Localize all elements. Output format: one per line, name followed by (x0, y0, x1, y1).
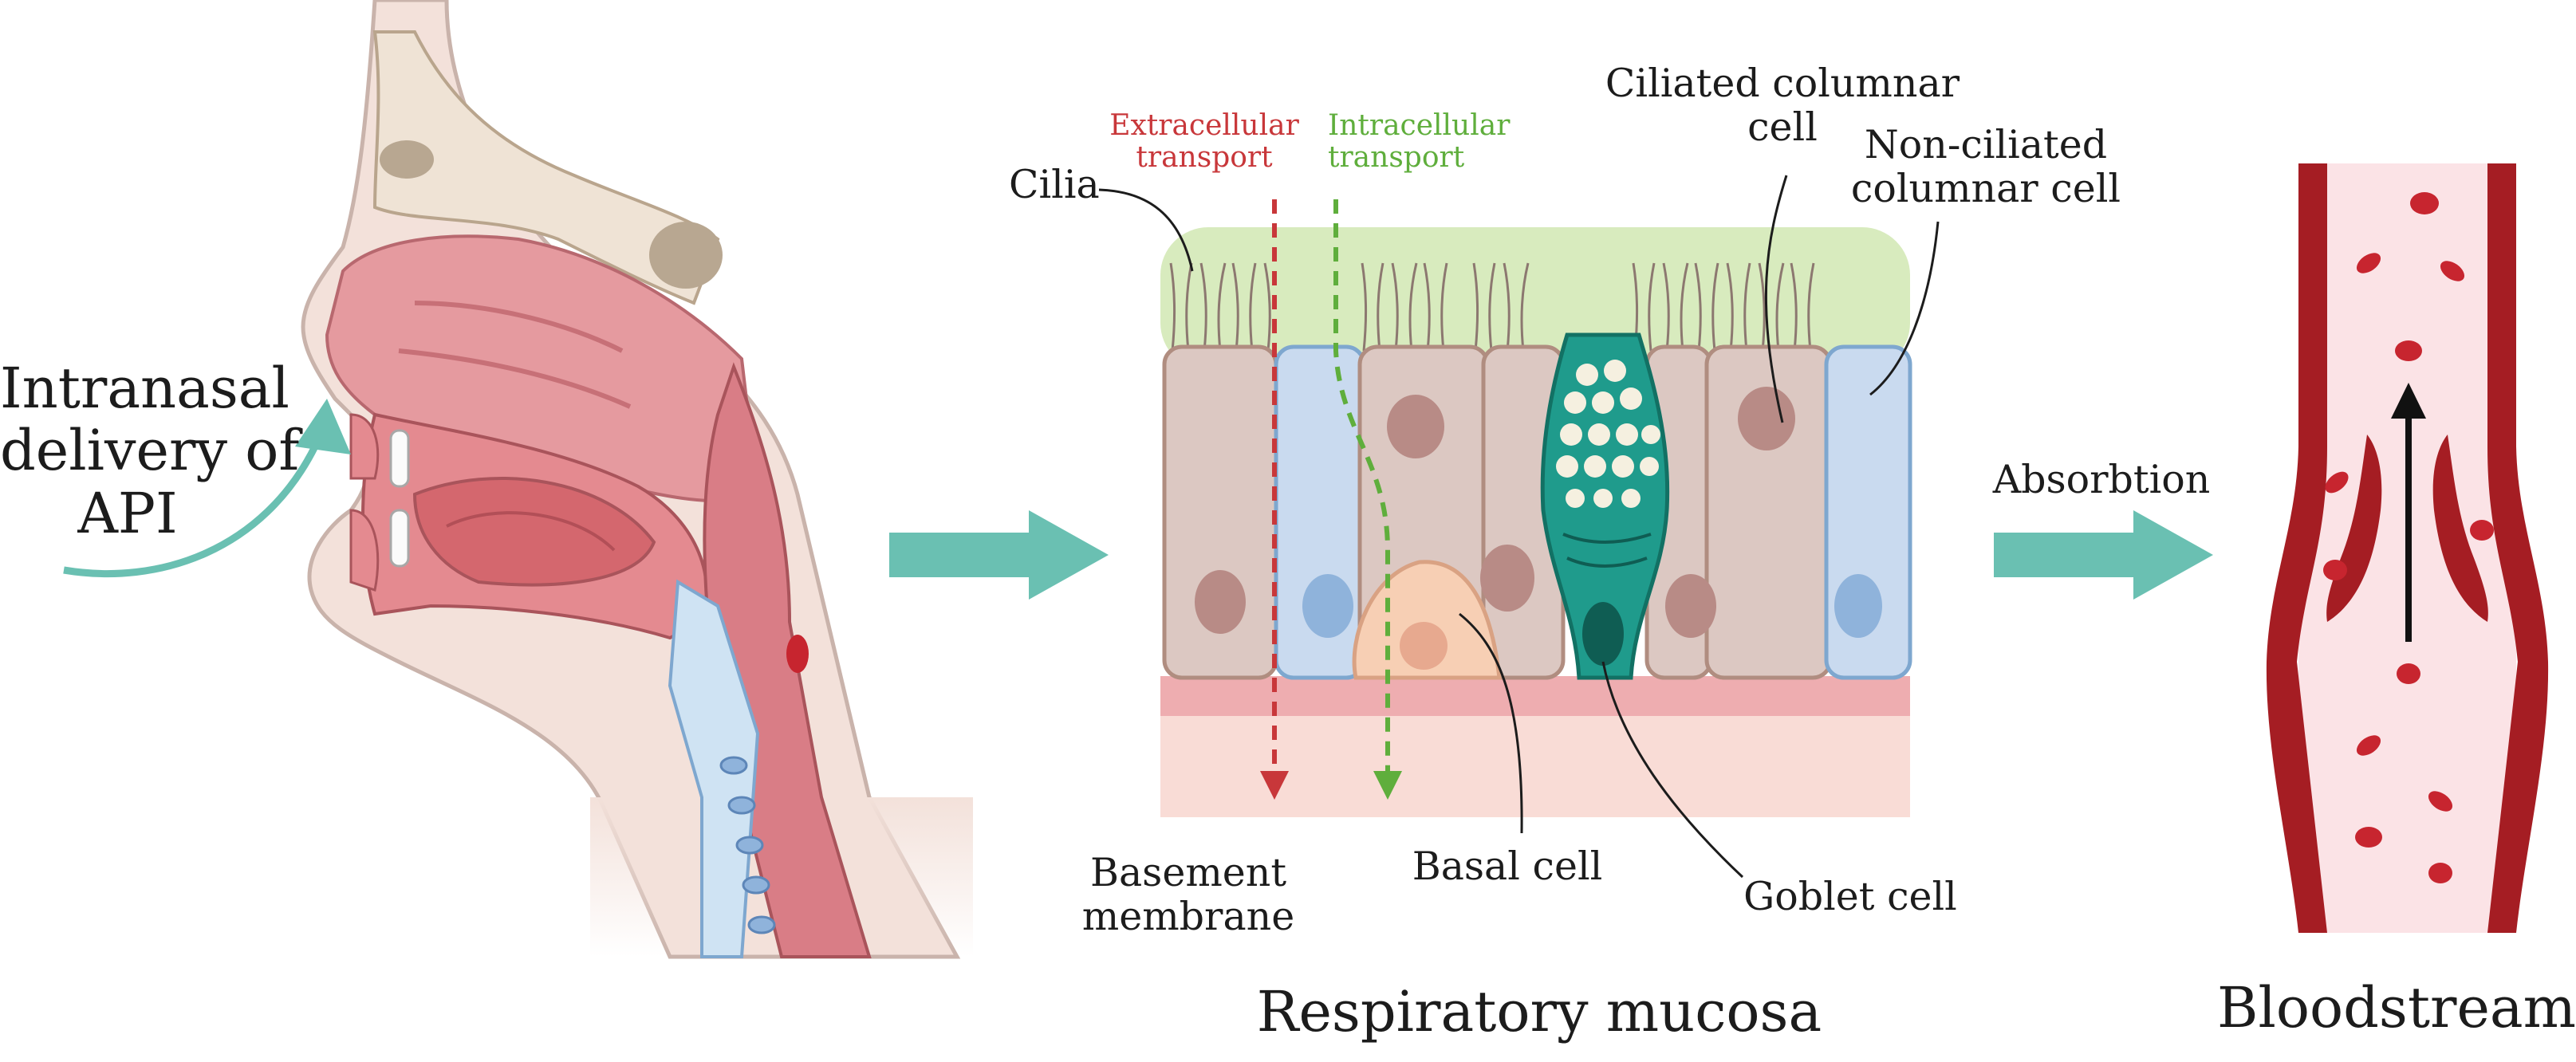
basement-line-2: membrane (1081, 893, 1295, 939)
bloodstream-title: Bloodstream (2217, 975, 2576, 1040)
absorbtion-label: Absorbtion (1992, 457, 2211, 502)
non-ciliated-leader-line (1869, 221, 1940, 396)
respiratory-mucosa-illustration (1098, 175, 1940, 879)
basal-cell (1352, 560, 1502, 680)
extracellular-line-2: transport (1136, 141, 1273, 175)
non-ciliated-line-2: columnar cell (1850, 165, 2121, 211)
intracellular-transport-label: Intracellular transport (1328, 109, 1567, 175)
intracellular-line-1: Intracellular (1328, 109, 1511, 142)
intranasal-delivery-label: Intranasal delivery of API (0, 356, 300, 546)
non-ciliated-columnar-cell-label: Non-ciliated columnar cell (1850, 122, 2121, 211)
intracellular-transport-arrow (1333, 199, 1402, 800)
intranasal-arrow-head (295, 399, 351, 454)
intranasal-delivery-arrow (63, 444, 319, 578)
respiratory-mucosa-title: Respiratory mucosa (1256, 979, 1822, 1044)
non-ciliated-line-1: Non-ciliated (1864, 122, 2108, 167)
cilia-leader-line (1098, 188, 1194, 272)
blood-vessel-illustration (2266, 163, 2549, 933)
valve-right (2432, 435, 2488, 622)
ciliated-line-2: cell (1747, 104, 1818, 150)
cilia-strands (1169, 262, 1815, 352)
ciliated-columnar-cell-label: Ciliated columnar cell (1603, 61, 1962, 150)
goblet-leader-line (1601, 661, 1744, 879)
cilia-label: Cilia (1009, 162, 1100, 207)
red-blood-cells (2323, 192, 2494, 883)
basal-cell-label: Basal cell (1412, 844, 1603, 889)
vessel-wall-left (2266, 163, 2327, 933)
ciliated-line-1: Ciliated columnar (1605, 61, 1960, 106)
intracellular-line-2: transport (1328, 141, 1465, 175)
ciliated-leader-line (1764, 175, 1788, 423)
goblet-cell-label: Goblet cell (1743, 874, 1957, 919)
extracellular-line-1: Extracellular (1109, 109, 1299, 142)
basement-line-1: Basement (1089, 850, 1287, 895)
extracellular-transport-label: Extracellular transport (1069, 109, 1340, 175)
vessel-wall-right (2487, 163, 2549, 933)
flow-arrow-icon (889, 510, 1109, 600)
absorbtion-arrow-icon (1994, 510, 2213, 600)
blood-flow-arrow-head (2391, 383, 2426, 419)
basal-leader-line (1459, 612, 1523, 834)
intranasal-line-3: API (77, 480, 178, 546)
basement-membrane-label: Basement membrane (1069, 850, 1308, 939)
intranasal-line-1: Intranasal (0, 356, 290, 421)
intranasal-line-2: delivery of (0, 418, 300, 484)
nasal-cavity-illustration (301, 0, 973, 959)
